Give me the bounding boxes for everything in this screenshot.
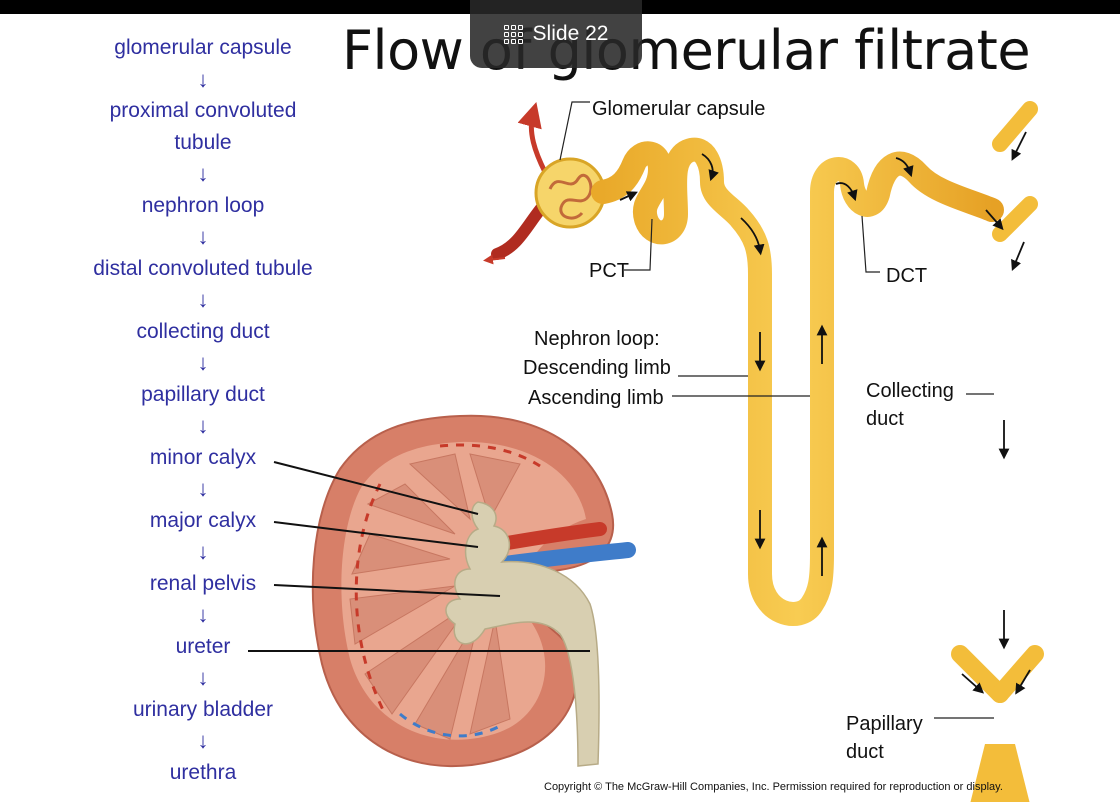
copyright-notice: Copyright © The McGraw-Hill Companies, I… [544, 781, 1003, 793]
slide-number-badge[interactable]: Slide 22 [470, 0, 642, 68]
label-descending-limb: Descending limb [523, 357, 671, 379]
flow-down-arrow-icon: ↓ [197, 161, 209, 186]
label-pct: PCT [589, 260, 629, 282]
flow-down-arrow-icon: ↓ [197, 287, 209, 312]
kidney-leader-lines [248, 461, 590, 652]
flow-step: urethra [169, 760, 237, 784]
renal-tubule [591, 137, 1004, 626]
flow-step: distal convoluted tubule [93, 256, 313, 280]
flow-down-arrow-icon: ↓ [197, 476, 209, 501]
nephron-kidney-diagram: Glomerular capsule PCT DCT Nephron loop:… [248, 98, 1044, 802]
flow-down-arrow-icon: ↓ [197, 224, 209, 249]
renal-pelvis-shape [445, 501, 600, 767]
grid-icon [503, 24, 523, 44]
efferent-arteriole [517, 101, 548, 174]
flow-down-arrow-icon: ↓ [197, 350, 209, 375]
nephron-illustration: Glomerular capsule PCT DCT Nephron loop:… [483, 98, 1044, 802]
flow-step: collecting duct [136, 319, 270, 343]
kidney-illustration [311, 414, 636, 768]
flow-step: papillary duct [141, 382, 265, 406]
flow-down-arrow-icon: ↓ [197, 665, 209, 690]
flow-step: urinary bladder [132, 697, 274, 721]
slide: Flow of glomerular filtrate glomerular c… [0, 14, 1120, 802]
flow-down-arrow-icon: ↓ [197, 728, 209, 753]
flow-step: proximal convoluted [109, 99, 297, 122]
flow-step: nephron loop [141, 193, 265, 217]
flow-step: major calyx [149, 508, 257, 532]
nephron-leader-lines [559, 101, 994, 719]
label-dct: DCT [886, 265, 927, 287]
label-papillary-duct-line1: Papillary [846, 713, 923, 735]
label-papillary-duct-line2: duct [846, 741, 884, 763]
label-ascending-limb: Ascending limb [528, 387, 664, 409]
slide-number-label: Slide 22 [532, 22, 609, 45]
flow-arrows [619, 131, 1031, 695]
flow-down-arrow-icon: ↓ [197, 66, 209, 92]
label-glomerular-capsule: Glomerular capsule [592, 98, 765, 120]
label-nephron-loop: Nephron loop: [534, 328, 660, 350]
flow-down-arrow-icon: ↓ [197, 602, 209, 627]
flow-step: ureter [175, 634, 231, 658]
flow-step: renal pelvis [149, 571, 257, 595]
label-collecting-duct-line1: Collecting [866, 380, 954, 402]
slide-title: Flow of glomerular filtrate [342, 19, 1031, 82]
flow-sequence-list: glomerular capsule ↓ proximal convoluted tu… [50, 32, 356, 788]
flow-step: minor calyx [149, 445, 257, 469]
label-collecting-duct-line2: duct [866, 408, 904, 430]
flow-down-arrow-icon: ↓ [197, 539, 209, 564]
flow-down-arrow-icon: ↓ [197, 413, 209, 438]
flow-step: tubule [174, 130, 232, 154]
flow-step: glomerular capsule [114, 36, 292, 59]
